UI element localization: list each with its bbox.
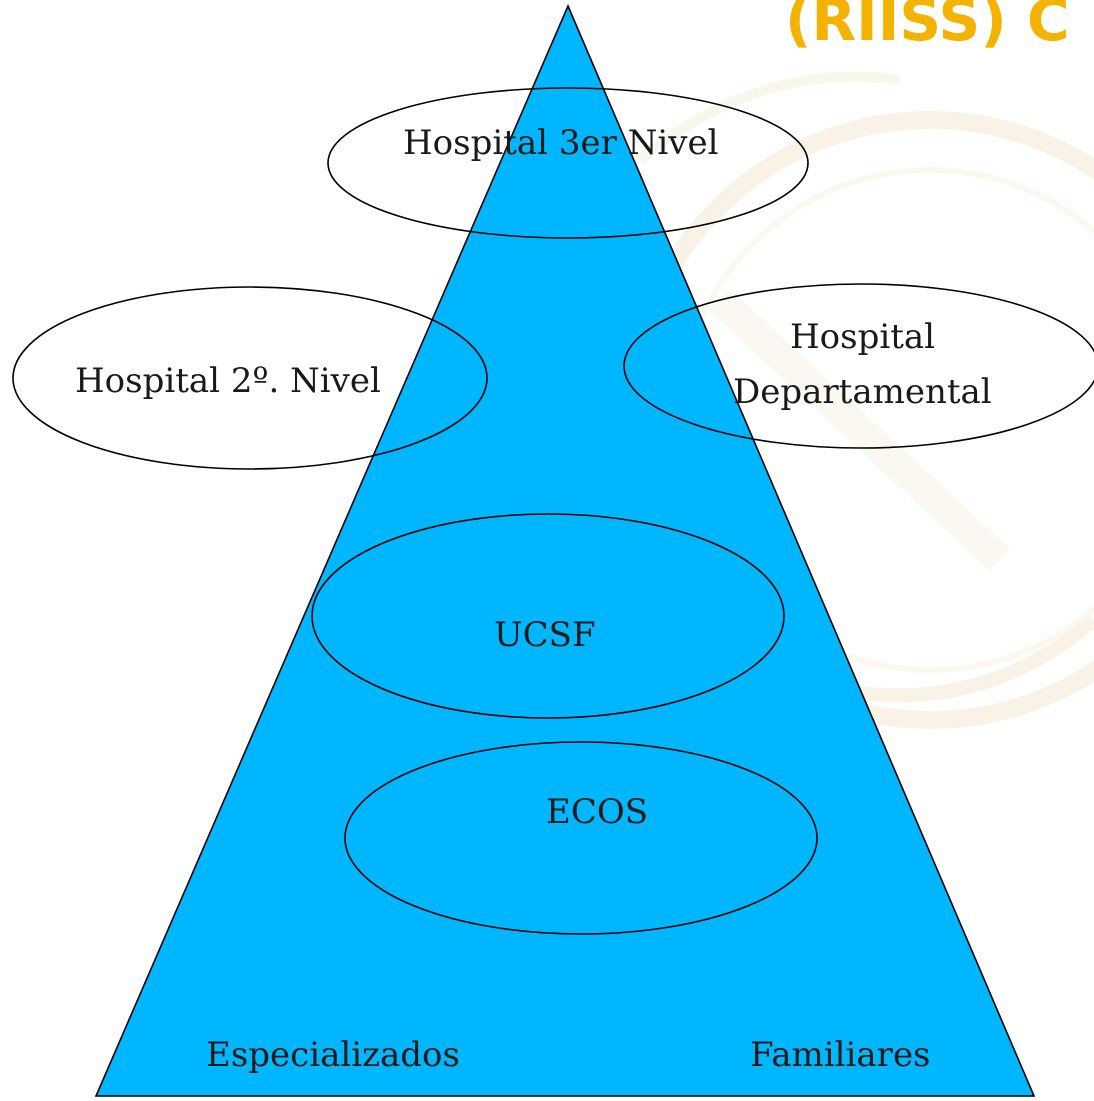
- node-hospital-departamental: [623, 283, 1094, 449]
- pyramid-triangle: [94, 3, 1036, 1097]
- label-hospital-departamental-line1: Hospital: [790, 317, 935, 357]
- node-hospital-3er-nivel: [327, 87, 809, 239]
- label-especializados: Especializados: [206, 1035, 460, 1075]
- label-familiares: Familiares: [750, 1035, 931, 1075]
- node-ucsf: [311, 513, 785, 719]
- node-ecos: [344, 741, 818, 935]
- label-hospital-2do-nivel: Hospital 2º. Nivel: [75, 361, 381, 401]
- node-hospital-2do-nivel: [12, 286, 488, 470]
- label-ecos: ECOS: [546, 792, 648, 832]
- label-hospital-departamental-line2: Departamental: [733, 372, 992, 412]
- label-hospital-3er-nivel: Hospital 3er Nivel: [403, 123, 718, 163]
- label-ucsf: UCSF: [494, 615, 596, 655]
- slide-title-fragment: (RIISS) C: [785, 0, 1070, 54]
